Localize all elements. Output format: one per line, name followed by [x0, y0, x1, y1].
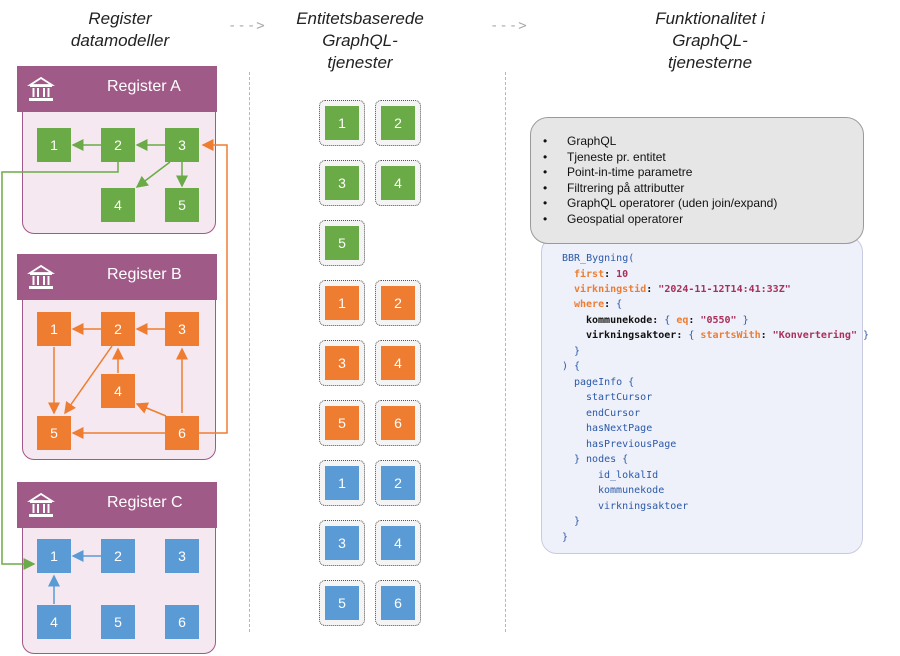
- reg-c-node-2: 2: [101, 539, 135, 573]
- reg-c-node-6: 6: [165, 605, 199, 639]
- reg-c-node-4: 4: [37, 605, 71, 639]
- register-c-header: Register C: [17, 482, 217, 528]
- service-blue-5: 5: [319, 580, 365, 626]
- feature-item: Filtrering på attributter: [543, 181, 863, 197]
- service-green-1: 1: [319, 100, 365, 146]
- service-green-2: 2: [375, 100, 421, 146]
- reg-c-node-5: 5: [101, 605, 135, 639]
- bank-icon: [27, 492, 55, 517]
- feature-item: GraphQL: [543, 134, 863, 150]
- reg-b-node-5: 5: [37, 416, 71, 450]
- bank-icon: [27, 76, 55, 101]
- register-b-title: Register B: [107, 266, 182, 283]
- reg-a-node-2: 2: [101, 128, 135, 162]
- service-orange-5: 5: [319, 400, 365, 446]
- service-blue-2: 2: [375, 460, 421, 506]
- reg-a-node-4: 4: [101, 188, 135, 222]
- reg-a-node-1: 1: [37, 128, 71, 162]
- reg-b-node-4: 4: [101, 374, 135, 408]
- feature-item: Point-in-time parametre: [543, 165, 863, 181]
- bank-icon: [27, 264, 55, 289]
- register-a-header: Register A: [17, 66, 217, 112]
- reg-b-node-3: 3: [165, 312, 199, 346]
- feature-list-box: GraphQL Tjeneste pr. entitet Point-in-ti…: [530, 117, 864, 244]
- reg-b-node-2: 2: [101, 312, 135, 346]
- service-blue-6: 6: [375, 580, 421, 626]
- dashed-arrow-1: --->: [228, 18, 266, 34]
- reg-a-node-3: 3: [165, 128, 199, 162]
- register-c-title: Register C: [107, 494, 183, 511]
- service-blue-4: 4: [375, 520, 421, 566]
- reg-a-node-5: 5: [165, 188, 199, 222]
- service-green-4: 4: [375, 160, 421, 206]
- reg-c-node-1: 1: [37, 539, 71, 573]
- service-blue-3: 3: [319, 520, 365, 566]
- service-orange-2: 2: [375, 280, 421, 326]
- service-green-3: 3: [319, 160, 365, 206]
- feature-item: GraphQL operatorer (uden join/expand): [543, 196, 863, 212]
- reg-b-node-6: 6: [165, 416, 199, 450]
- feature-item: Tjeneste pr. entitet: [543, 150, 863, 166]
- feature-item: Geospatial operatorer: [543, 212, 863, 228]
- register-b-header: Register B: [17, 254, 217, 300]
- graphql-query-example: BBR_Bygning( first: 10 virkningstid: "20…: [541, 236, 869, 554]
- service-orange-3: 3: [319, 340, 365, 386]
- separator-left: [249, 72, 250, 632]
- dashed-arrow-2: --->: [490, 18, 528, 34]
- service-orange-6: 6: [375, 400, 421, 446]
- reg-c-node-3: 3: [165, 539, 199, 573]
- separator-right: [505, 72, 506, 632]
- service-orange-1: 1: [319, 280, 365, 326]
- reg-b-node-1: 1: [37, 312, 71, 346]
- service-orange-4: 4: [375, 340, 421, 386]
- service-blue-1: 1: [319, 460, 365, 506]
- service-green-5: 5: [319, 220, 365, 266]
- register-a-title: Register A: [107, 78, 181, 95]
